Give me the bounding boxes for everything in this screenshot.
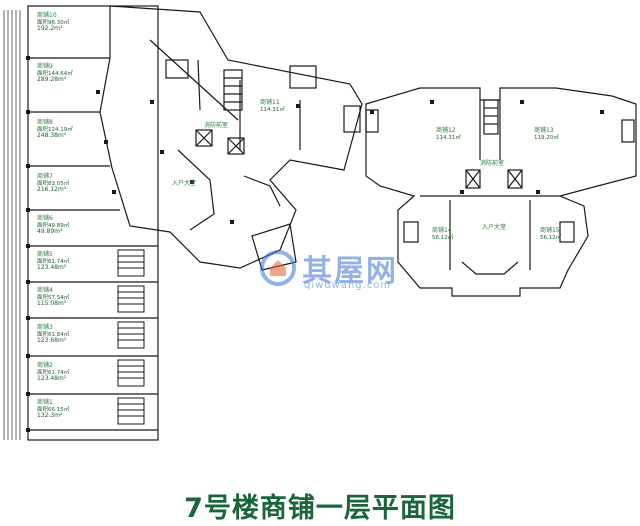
left-edge-strip	[3, 10, 21, 440]
angled-wing	[99, 5, 363, 269]
shop-sub-area: 132.3m²	[37, 412, 63, 420]
shop-name: 商铺5	[37, 251, 53, 258]
shop-area: 面积57.54㎡	[37, 294, 70, 301]
floor-plan	[3, 5, 637, 441]
shop-name: 商铺14	[432, 227, 452, 234]
shop-area: 114.31㎡	[260, 106, 285, 113]
watermark-domain: qiwuwang.com	[304, 280, 392, 291]
page-title: 7号楼商铺一层平面图	[184, 493, 456, 524]
shop-label-3: 商铺3 面积61.84㎡ 123.68m²	[37, 324, 70, 345]
shop-name: 商铺7	[37, 173, 53, 180]
shop-name: 商铺4	[37, 287, 53, 294]
watermark: 其屋网 qiwuwang.com	[258, 246, 448, 296]
lobby-label-left: 入户大堂	[172, 180, 197, 187]
left-shop-block	[27, 5, 159, 441]
shop-area: 面积49.89㎡	[37, 222, 70, 229]
shop-label-13: 商铺13 119.20㎡	[534, 127, 559, 141]
shop-name: 商铺11	[260, 99, 280, 106]
shop-name: 商铺3	[37, 324, 53, 331]
shop-label-5: 商铺5 面积61.74㎡ 123.48m²	[37, 251, 70, 272]
shop-label-10: 商铺10 面积96.30㎡ 192.2m²	[37, 12, 70, 33]
shop-area: 面积61.74㎡	[37, 369, 70, 376]
shop-label-9: 商铺9 面积144.64㎡ 289.28m²	[37, 63, 73, 84]
shop-area: 114.31㎡	[436, 134, 461, 141]
shop-label-4: 商铺4 面积57.54㎡ 115.08m²	[37, 287, 70, 308]
entrance-bump	[251, 223, 297, 271]
shop-sub-area: 248.38m²	[37, 132, 67, 140]
lower-shop-cores	[117, 249, 145, 425]
watermark-brand: 其屋网	[302, 254, 398, 289]
shop-label-6: 商铺6 面积49.89㎡ 49.89m²	[37, 215, 70, 236]
shop-area: 56.12㎡	[540, 234, 562, 241]
shop-sub-area: 115.08m²	[37, 300, 67, 308]
shop-name: 商铺8	[37, 119, 53, 126]
shop-label-1: 商铺1 面积66.15㎡ 132.3m²	[37, 399, 70, 420]
house-logo-icon	[260, 250, 296, 286]
shop-label-15: 商铺15 56.12㎡	[540, 227, 562, 241]
lobby-label-right: 入户大堂	[482, 224, 507, 231]
shop-sub-area: 49.89m²	[37, 228, 63, 236]
shop-label-14: 商铺14 56.12㎡	[432, 227, 454, 241]
shop-label-11: 商铺11 114.31㎡	[260, 99, 285, 113]
shop-area: 面积124.19㎡	[37, 126, 73, 133]
shop-sub-area: 289.28m²	[37, 76, 67, 84]
shop-label-7: 商铺7 面积83.05㎡ 216.12m²	[37, 173, 70, 194]
shop-name: 商铺15	[540, 227, 560, 234]
shop-label-2: 商铺2 面积61.74㎡ 123.48m²	[37, 362, 70, 383]
shop-area: 面积61.74㎡	[37, 258, 70, 265]
shop-name: 商铺12	[436, 127, 456, 134]
shop-area: 面积96.30㎡	[37, 19, 70, 26]
shop-area: 119.20㎡	[534, 134, 559, 141]
shop-name: 商铺13	[534, 127, 554, 134]
columns	[26, 56, 604, 432]
shop-name: 商铺10	[37, 12, 57, 19]
shop-area: 56.12㎡	[432, 234, 454, 241]
shop-sub-area: 123.48m²	[37, 264, 67, 272]
shop-area: 面积66.15㎡	[37, 406, 70, 413]
fire-anteroom-label-left: 消防前室	[204, 122, 229, 129]
shop-sub-area: 123.48m²	[37, 375, 67, 383]
shop-sub-area: 216.12m²	[37, 186, 67, 194]
shop-area: 面积144.64㎡	[37, 70, 73, 77]
shop-name: 商铺9	[37, 63, 53, 70]
fire-anteroom-label-right: 消防前室	[480, 160, 505, 167]
right-building	[365, 87, 637, 297]
shop-name: 商铺6	[37, 215, 53, 222]
shop-sub-area: 123.68m²	[37, 337, 67, 345]
shop-area: 面积61.84㎡	[37, 331, 70, 338]
shop-sub-area: 192.2m²	[37, 25, 63, 33]
shop-name: 商铺2	[37, 362, 53, 369]
shop-area: 面积83.05㎡	[37, 180, 70, 187]
shop-name: 商铺1	[37, 399, 53, 406]
shop-label-8: 商铺8 面积124.19㎡ 248.38m²	[37, 119, 73, 140]
shop-label-12: 商铺12 114.31㎡	[436, 127, 461, 141]
